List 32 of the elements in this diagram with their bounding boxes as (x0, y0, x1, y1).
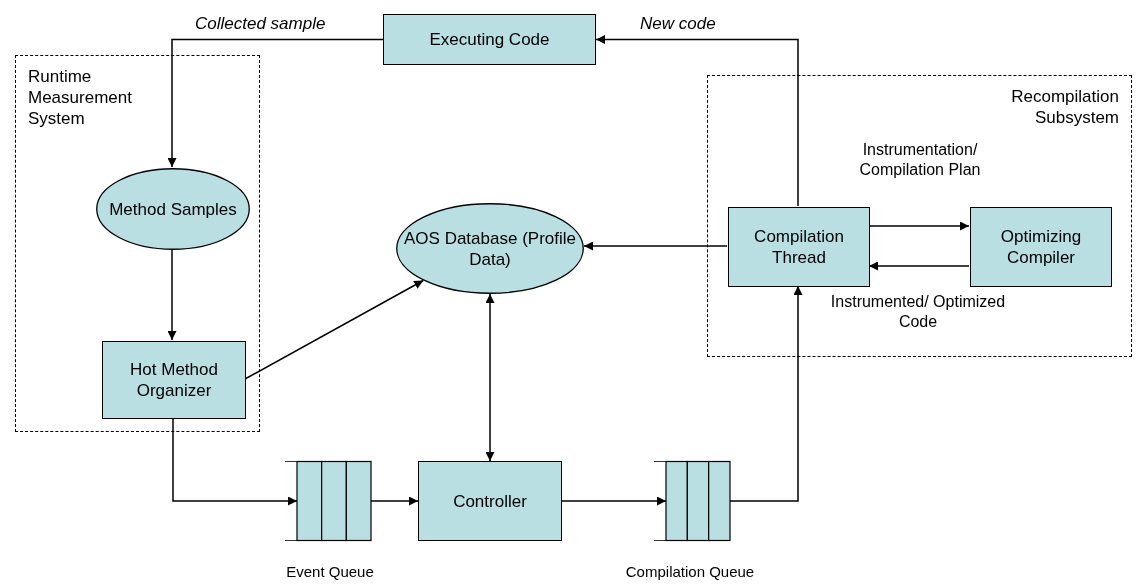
node-label: Hot Method Organizer (129, 359, 219, 401)
arrow (485, 293, 495, 462)
process-box (102, 341, 246, 419)
edge-label: Collected sample (195, 14, 326, 34)
arrow (868, 221, 970, 231)
arrow (167, 248, 177, 341)
arrow (583, 241, 728, 251)
group-heading: Runtime Measurement System (28, 66, 133, 129)
subsystem-boundary (707, 75, 1132, 357)
node-label: Compilation Thread (753, 226, 845, 268)
arrow (595, 35, 799, 207)
edge-label: Instrumented/ Optimized Code (829, 292, 1007, 332)
process-box (418, 461, 562, 541)
edge-label: Instrumentation/ Compilation Plan (858, 140, 982, 180)
queue-label: Compilation Queue (624, 563, 756, 581)
process-box (383, 14, 596, 65)
edge-label: New code (640, 14, 716, 34)
queue-label: Event Queue (285, 563, 375, 581)
process-box (970, 207, 1112, 287)
subsystem-boundary (15, 55, 260, 432)
node-label: Controller (453, 490, 527, 512)
arrow (172, 417, 298, 506)
process-box (728, 207, 870, 287)
arrow (868, 261, 970, 271)
group-heading: Recompilation Subsystem (1010, 86, 1119, 128)
arrow (561, 496, 667, 506)
arrow (167, 38, 384, 168)
node-label: Method Samples (109, 198, 237, 220)
arrow (244, 279, 424, 380)
node-label: Executing Code (429, 29, 550, 50)
node-label: Optimizing Compiler (999, 226, 1083, 268)
node-label: AOS Database (Profile Data) (403, 227, 577, 270)
